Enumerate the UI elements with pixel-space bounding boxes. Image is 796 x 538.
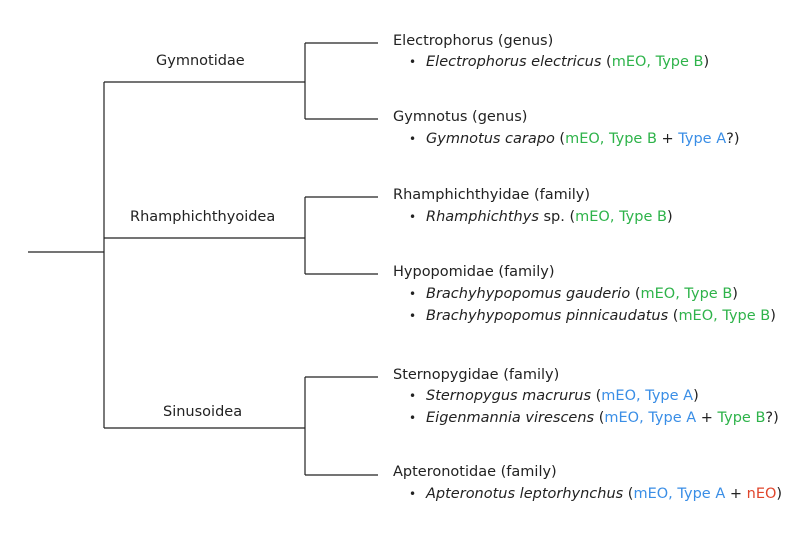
- species-name: Brachyhypopomus pinnicaudatus: [426, 308, 669, 324]
- paren-open: (: [591, 388, 602, 404]
- type-b-label: Type B: [684, 286, 733, 302]
- type-b-label: Type B: [722, 308, 771, 324]
- paren-close: ): [666, 209, 673, 225]
- eo-label: mEO,: [611, 54, 656, 70]
- paren-close: ): [693, 388, 699, 404]
- type-b-label: Type B: [619, 209, 667, 225]
- neo-label: nEO: [746, 486, 777, 502]
- eo-label: mEO,: [575, 209, 620, 225]
- species-suffix: sp.: [538, 209, 565, 225]
- paren-close: ?): [726, 131, 740, 147]
- species-name: Eigenmannia virescens: [426, 410, 595, 426]
- eo-label: mEO,: [633, 486, 678, 502]
- bullet: •: [409, 210, 417, 224]
- type-b-label: Type B: [717, 410, 766, 426]
- paren-close: ): [732, 286, 738, 302]
- plus-sign: +: [656, 131, 679, 147]
- plus-sign: +: [696, 410, 718, 426]
- species-line: • Sternopygus macrurus (mEO, Type A): [409, 388, 699, 404]
- taxon-title: Rhamphichthyidae (family): [393, 187, 591, 203]
- paren-open: (: [554, 131, 566, 147]
- type-a-label: Type A: [648, 410, 697, 426]
- paren-close: ?): [765, 410, 779, 426]
- clade-label-sinusoidea: Sinusoidea: [163, 404, 243, 420]
- paren-close: ): [770, 308, 776, 324]
- species-line: • Brachyhypopomus gauderio (mEO, Type B): [409, 286, 738, 302]
- bullet: •: [409, 287, 417, 301]
- paren-open: (: [623, 486, 634, 502]
- species-name: Electrophorus electricus: [426, 54, 602, 70]
- species-name: Apteronotus leptorhynchus: [426, 486, 624, 502]
- species-line: • Electrophorus electricus (mEO, Type B): [409, 54, 709, 70]
- species-name: Gymnotus carapo: [426, 131, 555, 147]
- taxon-title: Electrophorus (genus): [393, 33, 554, 49]
- type-a-label: Type A: [645, 388, 694, 404]
- paren-open: (: [564, 209, 576, 225]
- eo-label: mEO,: [565, 131, 610, 147]
- eo-label: mEO,: [678, 308, 723, 324]
- species-name: Brachyhypopomus gauderio: [426, 286, 631, 302]
- eo-label: mEO,: [604, 410, 649, 426]
- paren-open: (: [630, 286, 641, 302]
- bullet: •: [409, 389, 417, 403]
- clade-label-rhamphichthyoidea: Rhamphichthyoidea: [130, 209, 276, 225]
- species-name: Rhamphichthys: [426, 209, 539, 225]
- clade-label-gymnotidae: Gymnotidae: [156, 53, 245, 69]
- type-a-label: Type A: [677, 486, 726, 502]
- species-line: • Brachyhypopomus pinnicaudatus (mEO, Typ…: [409, 308, 776, 324]
- paren-open: (: [594, 410, 605, 426]
- bullet: •: [409, 132, 417, 146]
- taxon-title: Apteronotidae (family): [393, 464, 557, 480]
- species-line: • Gymnotus carapo (mEO, Type B + Type A?): [409, 131, 739, 147]
- paren-open: (: [668, 308, 679, 324]
- species-name: Sternopygus macrurus: [426, 388, 592, 404]
- paren-close: ): [703, 54, 710, 70]
- type-b-label: Type B: [609, 131, 657, 147]
- type-a-label: Type A: [678, 131, 727, 147]
- paren-close: ): [776, 486, 783, 502]
- eo-label: mEO,: [601, 388, 646, 404]
- eo-label: mEO,: [640, 286, 685, 302]
- bullet: •: [409, 309, 417, 323]
- bullet: •: [409, 411, 417, 425]
- plus-sign: +: [725, 486, 747, 502]
- taxon-title: Hypopomidae (family): [393, 264, 555, 280]
- type-b-label: Type B: [655, 54, 704, 70]
- bullet: •: [409, 487, 417, 501]
- paren-open: (: [601, 54, 612, 70]
- species-line: • Rhamphichthys sp. (mEO, Type B): [409, 209, 673, 225]
- taxon-title: Gymnotus (genus): [393, 109, 528, 125]
- bullet: •: [409, 55, 417, 69]
- species-line: • Eigenmannia virescens (mEO, Type A + Ty…: [409, 410, 779, 426]
- taxon-title: Sternopygidae (family): [393, 367, 560, 383]
- species-line: •Apteronotus leptorhynchus (mEO, Type A …: [409, 486, 782, 502]
